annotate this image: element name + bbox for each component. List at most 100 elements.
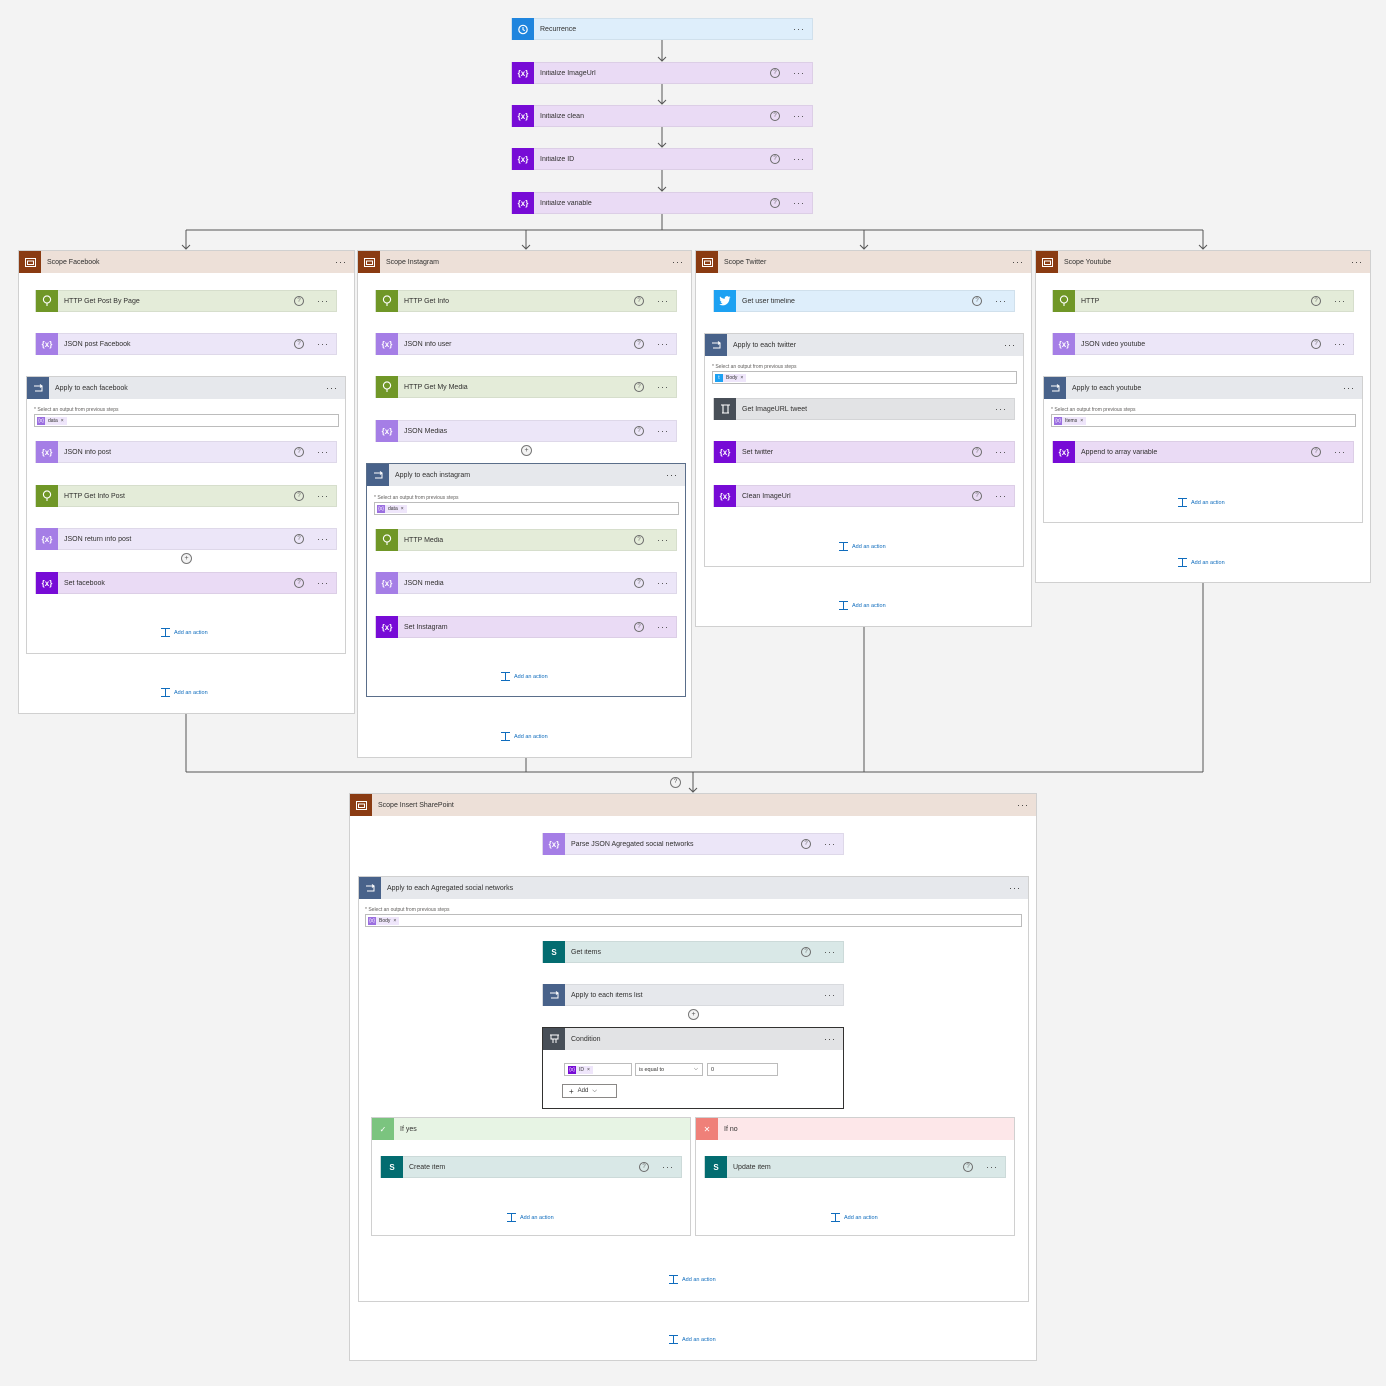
loop-output-selector[interactable]: * Select an output from previous steps {… xyxy=(34,407,339,427)
help-icon[interactable]: ? xyxy=(294,534,304,544)
help-icon[interactable]: ? xyxy=(639,1162,649,1172)
get-items-step[interactable]: S Get items ? ··· xyxy=(542,941,844,963)
scope-header[interactable]: Scope Instagram ··· xyxy=(358,251,691,273)
append-to-array-variable-step[interactable]: {x} Append to array variable ? ··· xyxy=(1052,441,1354,463)
more-options-icon[interactable]: ··· xyxy=(317,447,329,457)
help-icon[interactable]: ? xyxy=(972,296,982,306)
loop-output-selector[interactable]: * Select an output from previous steps t… xyxy=(712,364,1017,384)
json-return-info-post-step[interactable]: {x} JSON return info post ? ··· xyxy=(35,528,337,550)
initialize-id-step[interactable]: {x} Initialize ID ? ··· xyxy=(511,148,813,170)
clean-imageurl-step[interactable]: {x} Clean ImageUrl ? ··· xyxy=(713,485,1015,507)
loop-header[interactable]: Apply to each instagram ··· xyxy=(367,464,685,486)
help-icon[interactable]: ? xyxy=(1311,296,1321,306)
initialize-imageurl-step[interactable]: {x} Initialize ImageUrl ? ··· xyxy=(511,62,813,84)
dynamic-token[interactable]: {x}data× xyxy=(377,504,407,513)
add-action-button[interactable]: Add an action xyxy=(161,628,208,637)
dynamic-token[interactable]: {x}Items× xyxy=(1054,416,1087,425)
selector-input[interactable]: {x}Items× xyxy=(1051,414,1356,427)
if-yes-header[interactable]: ✓ If yes xyxy=(372,1118,690,1140)
loop-output-selector[interactable]: * Select an output from previous steps {… xyxy=(1051,407,1356,427)
scope-header[interactable]: Scope Insert SharePoint ··· xyxy=(350,794,1036,816)
run-after-info-icon[interactable]: ? xyxy=(670,777,681,788)
initialize-clean-step[interactable]: {x} Initialize clean ? ··· xyxy=(511,105,813,127)
http-get-info-step[interactable]: HTTP Get Info ? ··· xyxy=(375,290,677,312)
help-icon[interactable]: ? xyxy=(1311,447,1321,457)
add-action-button[interactable]: Add an action xyxy=(839,601,886,610)
more-options-icon[interactable]: ··· xyxy=(1012,257,1024,267)
more-options-icon[interactable]: ··· xyxy=(657,426,669,436)
condition-add-button[interactable]: + Add ⌵ xyxy=(562,1084,617,1098)
add-action-button[interactable]: Add an action xyxy=(1178,558,1225,567)
more-options-icon[interactable]: ··· xyxy=(995,447,1007,457)
apply-to-each-items-list-step[interactable]: Apply to each items list ··· xyxy=(542,984,844,1006)
add-action-button[interactable]: Add an action xyxy=(507,1213,554,1222)
more-options-icon[interactable]: ··· xyxy=(793,198,805,208)
http-media-step[interactable]: HTTP Media ? ··· xyxy=(375,529,677,551)
scope-header[interactable]: Scope Facebook ··· xyxy=(19,251,354,273)
help-icon[interactable]: ? xyxy=(294,578,304,588)
dynamic-token[interactable]: {x}ID× xyxy=(568,1065,593,1074)
more-options-icon[interactable]: ··· xyxy=(657,535,669,545)
json-media-step[interactable]: {x} JSON media ? ··· xyxy=(375,572,677,594)
insert-step-plus-icon[interactable]: + xyxy=(688,1009,699,1020)
more-options-icon[interactable]: ··· xyxy=(317,578,329,588)
more-options-icon[interactable]: ··· xyxy=(1351,257,1363,267)
help-icon[interactable]: ? xyxy=(770,68,780,78)
help-icon[interactable]: ? xyxy=(634,426,644,436)
more-options-icon[interactable]: ··· xyxy=(793,68,805,78)
help-icon[interactable]: ? xyxy=(801,947,811,957)
insert-step-plus-icon[interactable]: + xyxy=(181,553,192,564)
more-options-icon[interactable]: ··· xyxy=(1017,800,1029,810)
add-action-button[interactable]: Add an action xyxy=(831,1213,878,1222)
condition-operator-select[interactable]: is equal to ⌵ xyxy=(635,1063,703,1076)
token-remove-icon[interactable]: × xyxy=(587,1066,590,1073)
help-icon[interactable]: ? xyxy=(634,535,644,545)
token-remove-icon[interactable]: × xyxy=(60,417,64,424)
add-action-button[interactable]: Add an action xyxy=(669,1335,716,1344)
selector-input[interactable]: {x}data× xyxy=(34,414,339,427)
loop-output-selector[interactable]: * Select an output from previous steps {… xyxy=(365,907,1022,927)
http-step[interactable]: HTTP ? ··· xyxy=(1052,290,1354,312)
more-options-icon[interactable]: ··· xyxy=(657,622,669,632)
update-item-step[interactable]: S Update item ? ··· xyxy=(704,1156,1006,1178)
more-options-icon[interactable]: ··· xyxy=(662,1162,674,1172)
help-icon[interactable]: ? xyxy=(634,578,644,588)
help-icon[interactable]: ? xyxy=(972,491,982,501)
http-get-post-by-page-step[interactable]: HTTP Get Post By Page ? ··· xyxy=(35,290,337,312)
add-action-button[interactable]: Add an action xyxy=(1178,498,1225,507)
more-options-icon[interactable]: ··· xyxy=(657,339,669,349)
more-options-icon[interactable]: ··· xyxy=(1009,883,1021,893)
add-action-button[interactable]: Add an action xyxy=(501,732,548,741)
http-get-my-media-step[interactable]: HTTP Get My Media ? ··· xyxy=(375,376,677,398)
more-options-icon[interactable]: ··· xyxy=(1334,447,1346,457)
insert-step-plus-icon[interactable]: + xyxy=(521,445,532,456)
more-options-icon[interactable]: ··· xyxy=(995,296,1007,306)
token-remove-icon[interactable]: × xyxy=(393,917,397,924)
add-action-button[interactable]: Add an action xyxy=(839,542,886,551)
token-remove-icon[interactable]: × xyxy=(400,505,404,512)
help-icon[interactable]: ? xyxy=(634,339,644,349)
more-options-icon[interactable]: ··· xyxy=(666,470,678,480)
json-video-youtube-step[interactable]: {x} JSON video youtube ? ··· xyxy=(1052,333,1354,355)
more-options-icon[interactable]: ··· xyxy=(995,491,1007,501)
more-options-icon[interactable]: ··· xyxy=(317,491,329,501)
help-icon[interactable]: ? xyxy=(770,154,780,164)
set-facebook-step[interactable]: {x} Set facebook ? ··· xyxy=(35,572,337,594)
scope-header[interactable]: Scope Youtube ··· xyxy=(1036,251,1370,273)
help-icon[interactable]: ? xyxy=(634,382,644,392)
create-item-step[interactable]: S Create item ? ··· xyxy=(380,1156,682,1178)
dynamic-token[interactable]: {x}data× xyxy=(37,416,67,425)
json-post-facebook-step[interactable]: {x} JSON post Facebook ? ··· xyxy=(35,333,337,355)
condition-header[interactable]: Condition ··· xyxy=(543,1028,843,1050)
more-options-icon[interactable]: ··· xyxy=(824,1034,836,1044)
more-options-icon[interactable]: ··· xyxy=(335,257,347,267)
more-options-icon[interactable]: ··· xyxy=(657,296,669,306)
more-options-icon[interactable]: ··· xyxy=(824,947,836,957)
help-icon[interactable]: ? xyxy=(634,296,644,306)
json-medias-step[interactable]: {x} JSON Medias ? ··· xyxy=(375,420,677,442)
help-icon[interactable]: ? xyxy=(294,447,304,457)
token-remove-icon[interactable]: × xyxy=(740,374,744,381)
more-options-icon[interactable]: ··· xyxy=(1334,296,1346,306)
help-icon[interactable]: ? xyxy=(294,339,304,349)
